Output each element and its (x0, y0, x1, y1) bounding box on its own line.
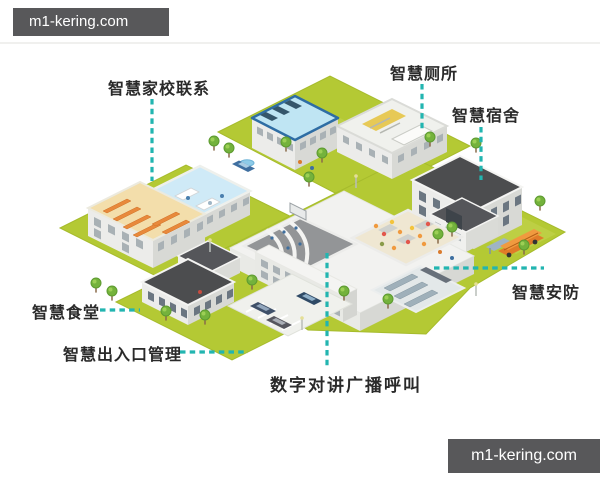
watermark-bottom-right: m1-kering.com (448, 439, 600, 473)
label-smart-security: 智慧安防 (512, 283, 581, 302)
leader-lines (100, 84, 544, 369)
label-smart-dormitory: 智慧宿舍 (452, 106, 521, 125)
parked-car (250, 302, 276, 315)
label-digital-intercom-broadcast: 数字对讲广播呼叫 (270, 376, 422, 396)
home-school-building (85, 180, 208, 268)
info-center-building (250, 94, 340, 170)
label-smart-home-school-contact: 智慧家校联系 (108, 79, 211, 98)
projection-screen (289, 202, 307, 221)
parked-car (296, 292, 322, 305)
label-smart-canteen: 智慧食堂 (32, 303, 101, 322)
parked-car (266, 316, 292, 329)
teaching-complex (228, 190, 476, 331)
dining-hall-interior (349, 208, 465, 267)
toilet-building (334, 97, 450, 179)
trees (90, 131, 546, 325)
label-smart-toilet: 智慧厕所 (390, 64, 459, 83)
label-smart-entrance-management: 智慧出入口管理 (63, 345, 183, 364)
canteen-buildings (139, 240, 242, 325)
display-board (446, 208, 462, 230)
top-divider (0, 42, 600, 44)
pedestrians (198, 160, 454, 294)
road-car (232, 160, 255, 172)
watermark-top-left: m1-kering.com (13, 8, 169, 36)
kitchen-interior (369, 264, 467, 314)
book-shelves (102, 198, 191, 238)
street-lamps (208, 174, 478, 330)
parking-lot (226, 273, 354, 337)
